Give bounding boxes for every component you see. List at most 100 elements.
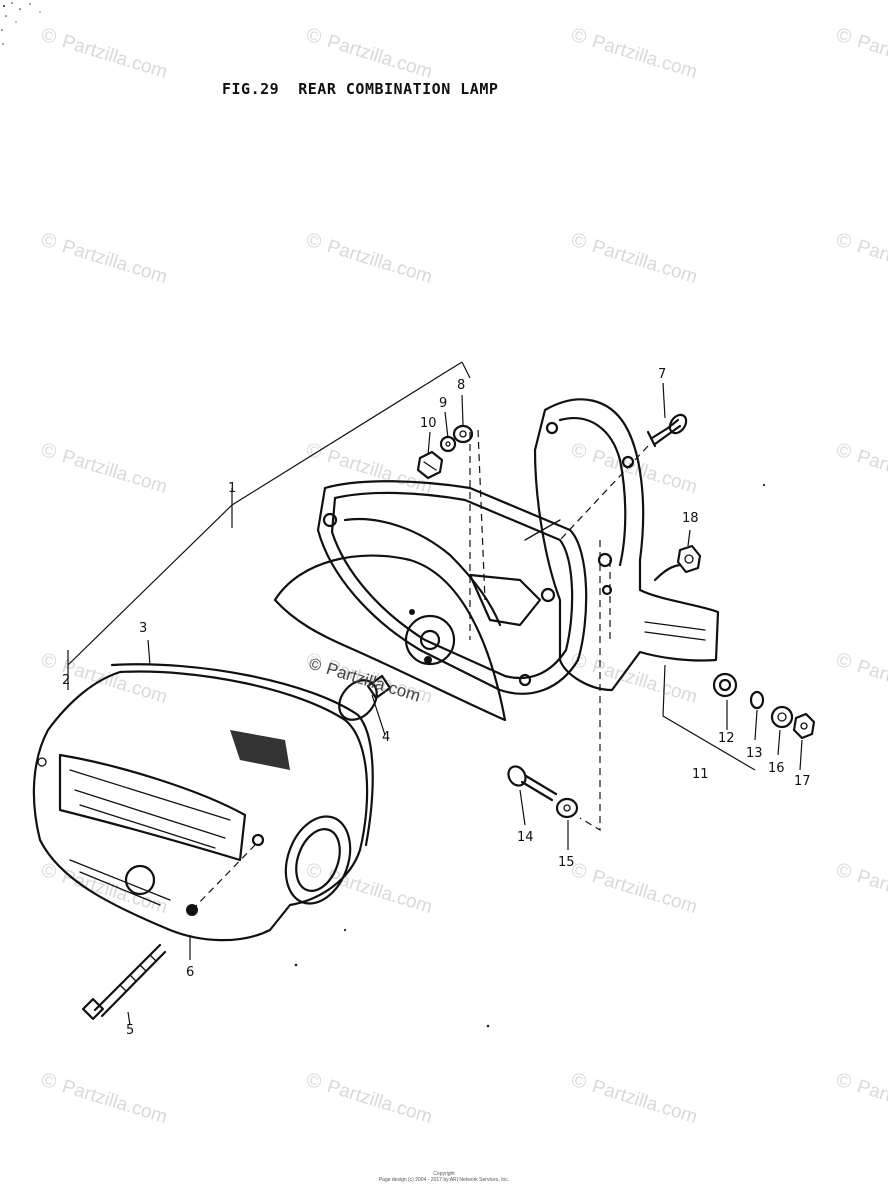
spacer-13-icon bbox=[749, 690, 765, 710]
watermark-symbol: © bbox=[39, 1069, 60, 1094]
washer-15-icon bbox=[555, 797, 579, 819]
watermark-symbol: © bbox=[834, 649, 855, 674]
watermark-symbol: © bbox=[304, 1069, 325, 1094]
watermark-tile: ©Partzilla.com bbox=[834, 229, 888, 288]
scan-specks bbox=[294, 483, 766, 1028]
watermark-tile: ©Partzilla.com bbox=[569, 229, 700, 288]
callout-15: 15 bbox=[558, 855, 575, 870]
watermark-symbol: © bbox=[834, 1069, 855, 1094]
callout-2: 2 bbox=[62, 673, 70, 688]
watermark-tile: ©Partzilla.com bbox=[834, 649, 888, 708]
watermark-text: Partzilla.com bbox=[325, 1076, 435, 1128]
watermark-text: Partzilla.com bbox=[855, 31, 888, 83]
watermark-text: Partzilla.com bbox=[60, 1076, 170, 1128]
watermark-tile: ©Partzilla.com bbox=[834, 1069, 888, 1128]
lamp-bracket-icon bbox=[524, 398, 720, 692]
callout-11: 11 bbox=[692, 767, 709, 782]
watermark-tile: ©Partzilla.com bbox=[39, 24, 170, 83]
watermark-text: Partzilla.com bbox=[855, 236, 888, 288]
callout-1: 1 bbox=[228, 481, 236, 496]
watermark-tile: ©Partzilla.com bbox=[304, 24, 435, 83]
watermark-symbol: © bbox=[569, 24, 590, 49]
watermark-text: Partzilla.com bbox=[590, 31, 700, 83]
copyright-notice: Copyright Page design (c) 2004 - 2017 by… bbox=[0, 1171, 888, 1183]
callout-leaders bbox=[127, 382, 803, 1026]
watermark-layer: ©Partzilla.com©Partzilla.com©Partzilla.c… bbox=[39, 24, 888, 1128]
watermark-symbol: © bbox=[569, 439, 590, 464]
watermark-symbol: © bbox=[39, 229, 60, 254]
watermark-symbol: © bbox=[834, 859, 855, 884]
watermark-symbol: © bbox=[834, 24, 855, 49]
grommet-18-icon bbox=[676, 544, 702, 574]
washer-16-icon bbox=[770, 705, 794, 729]
callout-10: 10 bbox=[420, 416, 437, 431]
callout-17: 17 bbox=[794, 774, 811, 789]
callout-12: 12 bbox=[718, 731, 735, 746]
bolt-7-icon bbox=[646, 413, 688, 448]
watermark-tile: ©Partzilla.com bbox=[569, 24, 700, 83]
watermark-symbol: © bbox=[304, 229, 325, 254]
watermark-symbol: © bbox=[834, 229, 855, 254]
callout-14: 14 bbox=[517, 830, 534, 845]
callout-6: 6 bbox=[186, 965, 194, 980]
copyright-line-2: Page design (c) 2004 - 2017 by ARI Netwo… bbox=[378, 1177, 510, 1183]
watermark-symbol: © bbox=[304, 859, 325, 884]
watermark-text: Partzilla.com bbox=[855, 656, 888, 708]
callout-8: 8 bbox=[457, 378, 465, 393]
watermark-symbol: © bbox=[569, 229, 590, 254]
watermark-symbol: © bbox=[304, 24, 325, 49]
watermark-text: Partzilla.com bbox=[60, 236, 170, 288]
scan-noise bbox=[1, 2, 41, 45]
figure-name: REAR COMBINATION LAMP bbox=[298, 80, 499, 98]
bolt-14-icon bbox=[507, 765, 558, 802]
watermark-tile: ©Partzilla.com bbox=[834, 24, 888, 83]
figure-number: FIG.29 bbox=[222, 80, 280, 98]
watermark-text: Partzilla.com bbox=[590, 1076, 700, 1128]
watermark-text: Partzilla.com bbox=[325, 31, 435, 83]
watermark-symbol: © bbox=[39, 859, 60, 884]
callout-13: 13 bbox=[746, 746, 763, 761]
svg-text:©: © bbox=[307, 656, 323, 676]
tail-lamp-housing-icon bbox=[32, 663, 374, 942]
alignment-lines bbox=[469, 429, 649, 832]
copyright-line-1: Copyright bbox=[433, 1171, 455, 1177]
assembly-leader-lines bbox=[67, 361, 471, 690]
washer-9-icon bbox=[439, 435, 457, 453]
callout-16: 16 bbox=[768, 761, 785, 776]
callout-labels: 1 2 3 4 5 6 7 8 9 10 11 12 13 14 15 16 1… bbox=[62, 367, 811, 1038]
watermark-tile: ©Partzilla.com bbox=[39, 439, 170, 498]
callout-7: 7 bbox=[658, 367, 666, 382]
callout-4: 4 bbox=[382, 730, 390, 745]
watermark-text: Partzilla.com bbox=[590, 236, 700, 288]
watermark-text: Partzilla.com bbox=[855, 446, 888, 498]
watermark-text: Partzilla.com bbox=[590, 656, 700, 708]
watermark-tile: ©Partzilla.com bbox=[569, 859, 700, 918]
bulb-icon bbox=[338, 674, 392, 736]
watermark-symbol: © bbox=[39, 24, 60, 49]
watermark-tile: ©Partzilla.com bbox=[39, 229, 170, 288]
washer-12-icon bbox=[712, 672, 738, 698]
nut-10-icon bbox=[416, 450, 444, 480]
watermark-text: Partzilla.com bbox=[855, 1076, 888, 1128]
watermark-tile: ©Partzilla.com bbox=[569, 649, 700, 708]
washer-8-icon bbox=[452, 424, 474, 444]
lamp-base-plate-icon bbox=[316, 480, 588, 695]
watermark-tile: ©Partzilla.com bbox=[304, 229, 435, 288]
watermark-text: Partzilla.com bbox=[325, 446, 435, 498]
watermark-tile: ©Partzilla.com bbox=[834, 439, 888, 498]
watermark-text: Partzilla.com bbox=[60, 446, 170, 498]
watermark-text: Partzilla.com bbox=[325, 866, 435, 918]
reflector-icon bbox=[273, 554, 507, 722]
watermark-symbol: © bbox=[569, 859, 590, 884]
watermark-tile: ©Partzilla.com bbox=[834, 859, 888, 918]
watermark-symbol: © bbox=[39, 439, 60, 464]
watermark-text: Partzilla.com bbox=[855, 866, 888, 918]
nut-17-icon bbox=[792, 712, 816, 740]
watermark-tile: ©Partzilla.com bbox=[304, 859, 435, 918]
watermark-symbol: © bbox=[834, 439, 855, 464]
watermark-symbol: © bbox=[569, 1069, 590, 1094]
screw-5-icon bbox=[82, 943, 167, 1020]
callout-9: 9 bbox=[439, 396, 447, 411]
callout-5: 5 bbox=[126, 1023, 134, 1038]
